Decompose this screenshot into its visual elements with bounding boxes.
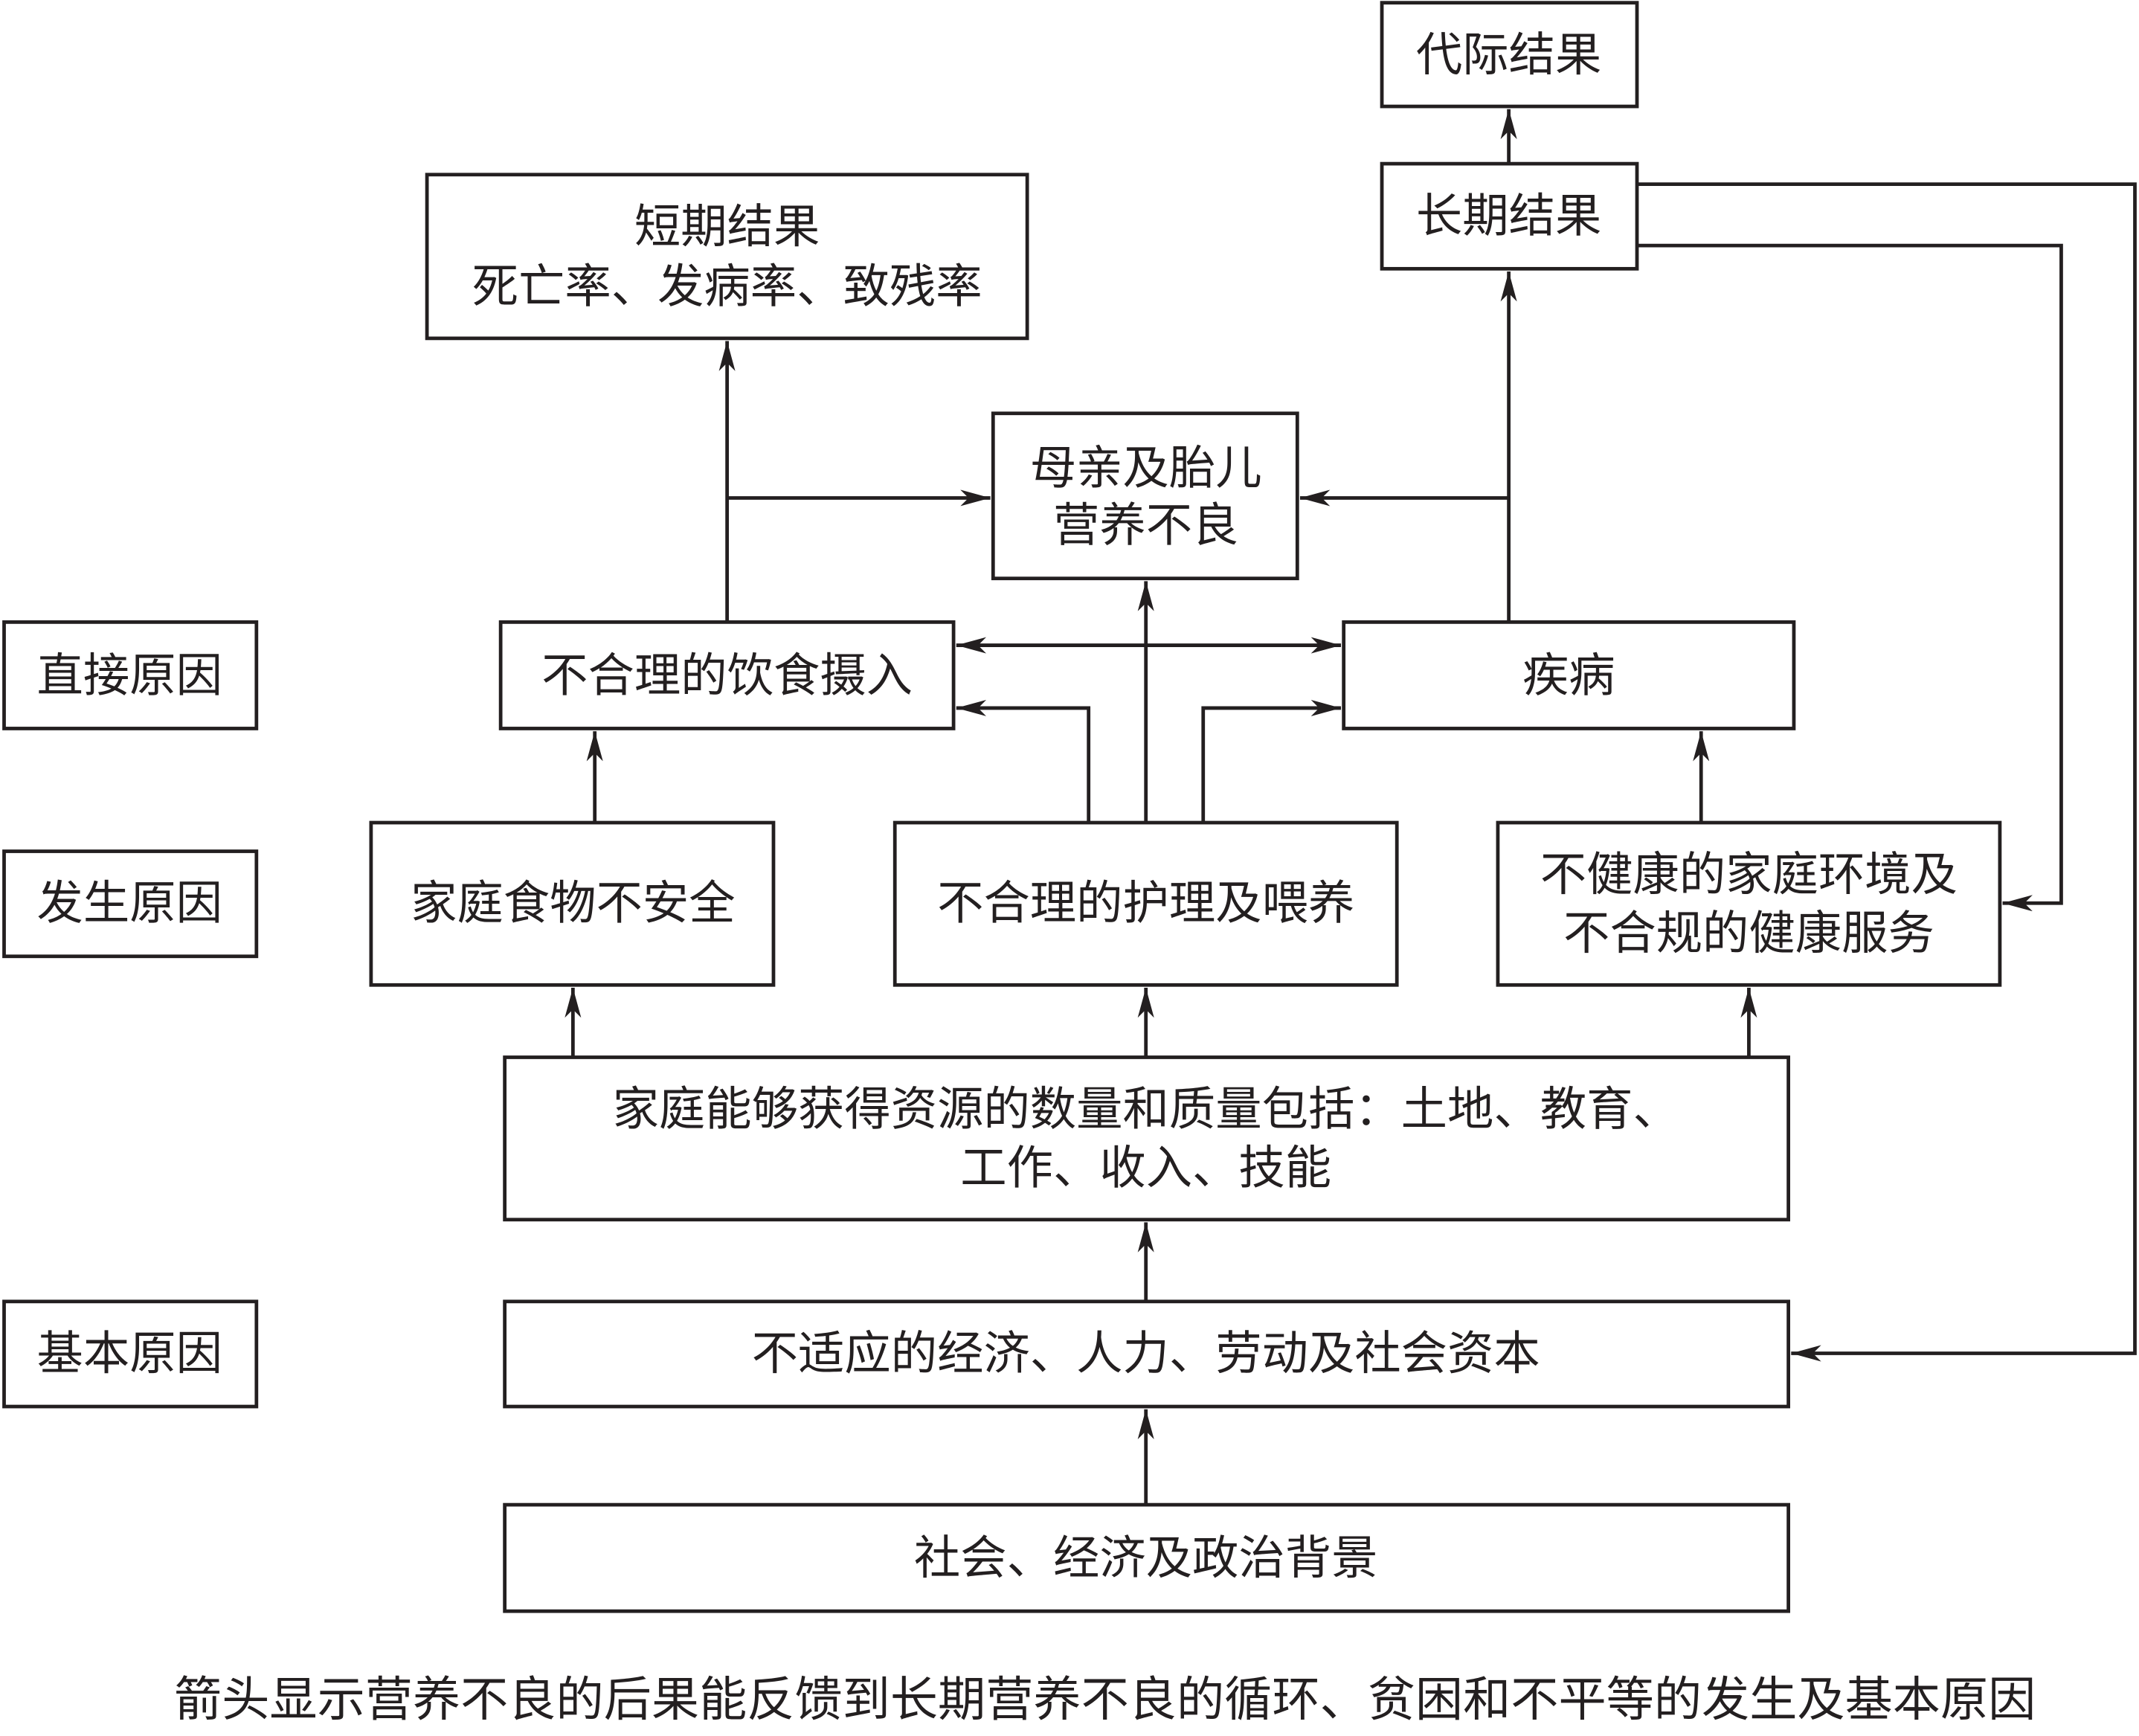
household-resources-label-line2: 工作、收入、技能 xyxy=(960,1141,1331,1195)
care-feeding-label: 不合理的护理及喂养 xyxy=(937,876,1354,930)
capital-box xyxy=(503,1299,1790,1409)
short-term-outcome-title: 短期结果 xyxy=(634,199,820,254)
maternal-fetal-label-line1: 母亲及胎儿 xyxy=(1030,441,1262,495)
level-underlying-label: 发生原因 xyxy=(37,876,222,930)
disease-label: 疾病 xyxy=(1522,648,1615,702)
feedback-arrow-to-environment xyxy=(1637,243,2063,912)
environment-services-label-line1: 不健康的家庭环境及 xyxy=(1540,847,1958,901)
environment-services-label-line2: 不合规的健康服务 xyxy=(1563,906,1934,960)
level-basic-box xyxy=(2,1299,259,1409)
level-immediate-box xyxy=(2,620,259,730)
capital-label: 不适应的经济、人力、劳动及社会资本 xyxy=(752,1326,1540,1380)
long-term-outcome-label: 长期结果 xyxy=(1416,188,1601,242)
inadequate-diet-label: 不合理的饮食摄入 xyxy=(541,648,913,702)
long-term-outcome-box xyxy=(1380,161,1639,271)
household-resources-label-line1: 家庭能够获得资源的数量和质量包括：土地、教育、 xyxy=(613,1082,1679,1137)
maternal-fetal-label-line2: 营养不良 xyxy=(1053,498,1238,553)
arrow-care-to-disease xyxy=(1201,699,1342,823)
level-immediate-label: 直接原因 xyxy=(37,648,222,702)
context-label: 社会、经济及政治背景 xyxy=(914,1531,1378,1585)
intergenerational-outcome-box xyxy=(1380,1,1639,109)
care-feeding-box xyxy=(892,820,1399,987)
food-insecurity-label: 家庭食物不安全 xyxy=(411,876,736,930)
household-resources-box xyxy=(503,1055,1790,1222)
intergenerational-outcome-label: 代际结果 xyxy=(1416,28,1601,82)
short-term-outcome-detail: 死亡率、发病率、致残率 xyxy=(472,260,982,314)
diagram-caption: 箭头显示营养不良的后果能反馈到长期营养不良的循环、贫困和不平等的发生及基本原因 xyxy=(174,1672,2036,1728)
short-term-outcome-box xyxy=(425,173,1029,341)
level-underlying-box xyxy=(2,849,259,959)
environment-services-box xyxy=(1496,820,2002,987)
level-basic-label: 基本原因 xyxy=(37,1326,222,1380)
inadequate-diet-box xyxy=(498,620,956,730)
arrow-care-to-diet xyxy=(956,699,1091,823)
maternal-fetal-malnutrition-box xyxy=(991,411,1299,581)
disease-box xyxy=(1342,620,1796,730)
feedback-arrow-to-capital xyxy=(1637,182,2137,1362)
food-insecurity-box xyxy=(369,820,776,987)
